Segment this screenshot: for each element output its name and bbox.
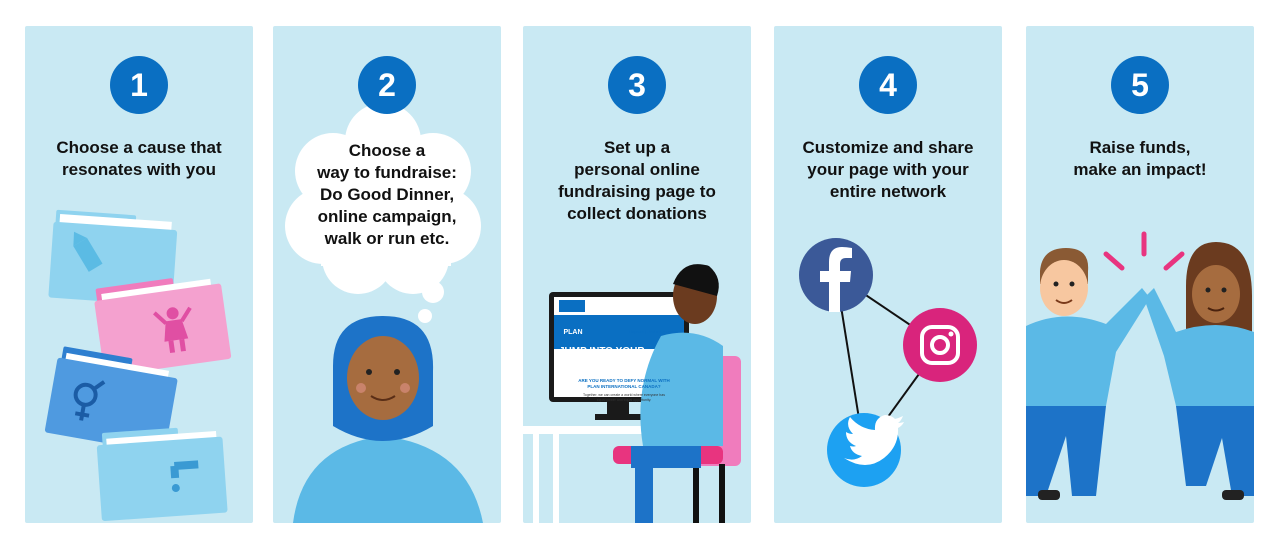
- person-character: [631, 264, 723, 523]
- thinking-girl-illustration: [285, 103, 483, 523]
- instagram-icon: [903, 308, 977, 382]
- step-2-panel: 2 Choose a way to fundraise: Do Good Din…: [273, 26, 501, 523]
- step-caption: Raise funds, make an impact!: [1073, 138, 1207, 179]
- girl-folder-icon: [94, 278, 232, 376]
- screen-logo: PLAN: [563, 329, 583, 336]
- twitter-icon: [827, 413, 904, 487]
- girl-hijab-character: [293, 316, 483, 523]
- gender-folder-icon: [44, 346, 178, 453]
- step-caption: Customize and share your page with your …: [802, 138, 974, 201]
- step-number: 5: [1111, 56, 1169, 114]
- desk: [523, 426, 673, 434]
- step-number: 2: [358, 56, 416, 114]
- screen-sub-1: ARE YOU READY TO DEFY NORMAL WITH: [578, 378, 670, 383]
- screen-headline-2: FUNDRAISING: [559, 357, 629, 368]
- screen-body-1: Together, we can create a world where ev…: [583, 393, 665, 397]
- screen-nav: Register | Find a Fundraiser: [629, 329, 679, 334]
- boy-character: [1026, 248, 1150, 500]
- cause-folders-illustration: [44, 209, 232, 522]
- step-3-panel: PLAN Register | Find a Fundraiser JUMP I…: [523, 26, 751, 523]
- step-caption: Choose a cause that resonates with you: [56, 138, 222, 179]
- thought-cloud: [285, 103, 481, 323]
- social-network-illustration: [799, 238, 977, 487]
- computer-user-illustration: [523, 264, 741, 523]
- step-1-panel: 1 Choose a cause that resonates with you: [25, 26, 253, 523]
- water-tap-folder-icon: [96, 427, 228, 522]
- high-five-illustration: [1026, 231, 1254, 500]
- screen-headline-1: JUMP INTO YOUR: [559, 346, 645, 357]
- step-5-panel: 5 Raise funds, make an impact!: [1026, 26, 1254, 523]
- step-caption: Choose a way to fundraise: Do Good Dinne…: [317, 141, 457, 248]
- spark-lines: [1103, 231, 1185, 271]
- screen-sub-2: PLAN INTERNATIONAL CANADA?: [587, 384, 661, 389]
- step-4-panel: 4 Customize and share your page with you…: [774, 26, 1002, 523]
- facebook-icon: [799, 238, 873, 312]
- step-caption: Set up a personal online fundraising pag…: [558, 138, 716, 223]
- girl-character: [1144, 242, 1254, 500]
- step-number: 1: [110, 56, 168, 114]
- screen-body-2: equal power and equal opportunity.: [596, 398, 652, 402]
- step-number: 4: [859, 56, 917, 114]
- step-number: 3: [608, 56, 666, 114]
